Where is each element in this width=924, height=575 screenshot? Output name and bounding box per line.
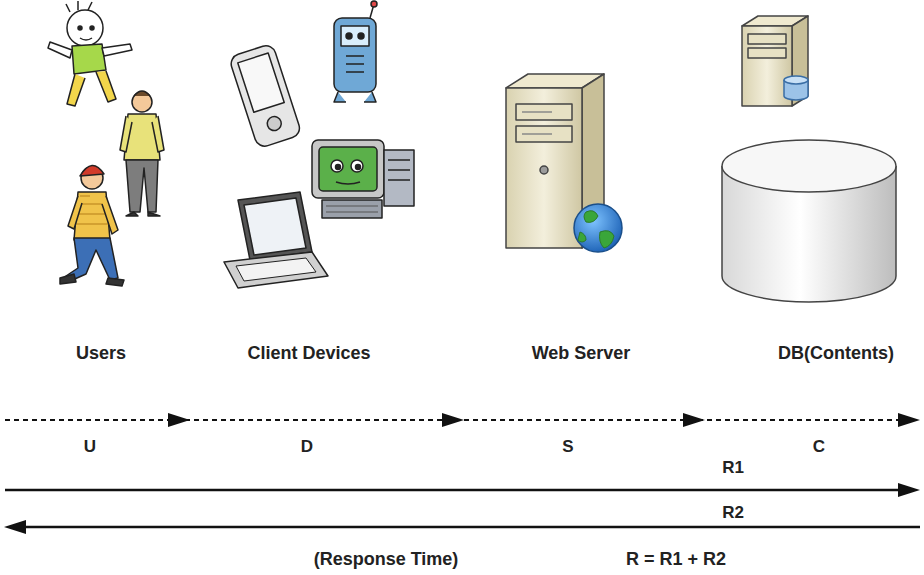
segment-label: S: [562, 437, 573, 457]
timeline-arrows: [4, 413, 920, 534]
segment-label: D: [301, 437, 313, 457]
column-heading: Web Server: [532, 343, 631, 364]
time-label: R2: [722, 503, 744, 523]
column-heading: Client Devices: [247, 343, 370, 364]
users-illustration: [48, 1, 164, 286]
segment-label: C: [813, 437, 825, 457]
column-heading: Users: [76, 343, 126, 364]
formula-label: R = R1 + R2: [626, 549, 726, 570]
segment-label: U: [84, 437, 96, 457]
caption-label: (Response Time): [314, 549, 459, 570]
client-devices-illustration: [224, 1, 414, 288]
database-illustration: [722, 16, 896, 302]
time-label: R1: [722, 458, 744, 478]
web-server-illustration: [506, 74, 622, 252]
column-heading: DB(Contents): [778, 343, 894, 364]
